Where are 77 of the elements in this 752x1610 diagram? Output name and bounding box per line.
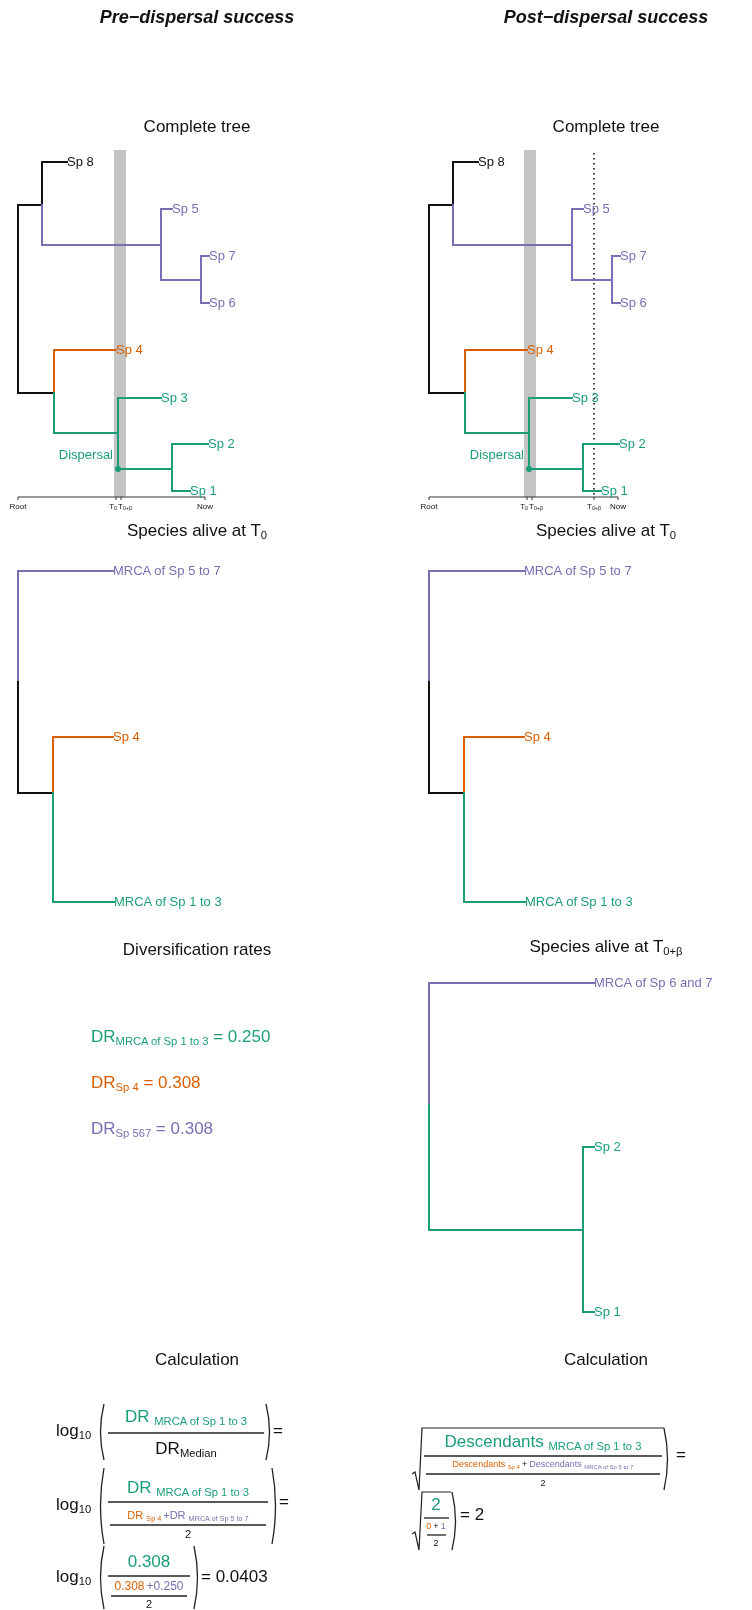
tip-label: Sp 4 [524,729,551,745]
axis-label: Now [610,502,626,512]
tip-label: Sp 1 [601,483,628,499]
tip-label: Sp 8 [478,154,505,170]
formula-term: +DR $_{MRCA of Sp 5 to 7}$ [163,1508,249,1522]
tip-label: Sp 4 [116,342,143,358]
panel-title: Calculation [563,1350,649,1370]
tip-label: Sp 6 [620,295,647,311]
formula-term: 1 [440,1522,446,1532]
tip-label: Sp 4 [527,342,554,358]
panel-title: Complete tree [552,117,660,137]
formula-term: +0.250 [146,1580,184,1594]
tip-label: Sp 3 [161,390,188,406]
axis-label: Root [9,502,27,512]
formula-term: 2 [540,1479,546,1489]
panel-title: Calculation [154,1350,240,1370]
tip-label: MRCA of Sp 6 and 7 [594,975,713,991]
operator: = [273,1421,283,1441]
panel-title: Species alive at T$_{0+β}$ [529,937,683,957]
formula-term: Descendants $_{MRCA of Sp 5 to 7}$ [529,1460,634,1470]
formula-term: 2 [433,1539,439,1549]
rate-equation: DR$_{MRCA of Sp 1 to 3}$ = 0.250 [91,1027,271,1047]
tip-label: Sp 2 [594,1139,621,1155]
formula-term: DR $_{MRCA of Sp 1 to 3}$ [124,1407,248,1427]
axis-label: Root [420,502,438,512]
tip-label: Sp 7 [620,248,647,264]
panel-title: Complete tree [143,117,251,137]
axis-label: Now [197,502,213,512]
formula-term: 2 [431,1495,441,1515]
formula-term: DR $_{Sp 4}$ [127,1508,162,1522]
operator: + [433,1522,439,1532]
axis-label: T$_{0+β}$ [587,502,601,512]
formula-term: log$_{10}$ [56,1495,92,1515]
tip-label: Sp 7 [209,248,236,264]
panel-title: Species alive at T$_{0}$ [535,521,677,541]
tip-label: MRCA of Sp 5 to 7 [524,563,632,579]
rate-equation: DR$_{Sp 567}$ = 0.308 [91,1119,214,1139]
event-label: Dispersal [469,447,524,463]
formula-term: Descendants $_{MRCA of Sp 1 to 3}$ [444,1432,642,1452]
axis-label: T$_{0}$ [520,502,528,512]
tip-label: Sp 1 [594,1304,621,1320]
formula-result: = 0.0403 [201,1567,268,1587]
tip-label: Sp 6 [209,295,236,311]
operator: + [521,1460,528,1470]
operator: = [279,1492,289,1512]
tip-label: Sp 1 [190,483,217,499]
formula-term: log$_{10}$ [56,1421,92,1441]
rate-equation: DR$_{Sp 4}$ = 0.308 [91,1073,201,1093]
tip-label: Sp 8 [67,154,94,170]
formula-term: 0 [426,1522,432,1532]
tip-label: MRCA of Sp 1 to 3 [114,894,222,910]
event-label: Dispersal [58,447,113,463]
axis-label: T$_{0+β}$ [529,502,543,512]
formula-term: 2 [184,1527,192,1541]
tip-label: Sp 5 [583,201,610,217]
formula-term: Descendants $_{Sp 4}$ [452,1460,520,1470]
axis-label: T$_{0}$ [109,502,117,512]
column-heading: Pre−dispersal success [99,8,295,28]
panel-title: Diversification rates [122,940,272,960]
formula-result: = 2 [460,1505,485,1525]
formula-term: 0.308 [114,1580,145,1594]
panel-title: Species alive at T$_{0}$ [126,521,268,541]
formula-term: log$_{10}$ [56,1567,92,1587]
formula-term: 2 [145,1597,153,1610]
formula-term: DR $_{MRCA of Sp 1 to 3}$ [126,1478,250,1498]
axis-label: T$_{0+β}$ [118,502,132,512]
operator: = [676,1445,686,1465]
tip-label: Sp 5 [172,201,199,217]
tip-label: Sp 3 [572,390,599,406]
tip-label: Sp 4 [113,729,140,745]
tip-label: Sp 2 [208,436,235,452]
formula-term: DR$_{Median}$ [155,1439,217,1459]
tip-label: Sp 2 [619,436,646,452]
tip-label: MRCA of Sp 5 to 7 [113,563,221,579]
formula-term: 0.308 [127,1552,171,1572]
tip-label: MRCA of Sp 1 to 3 [525,894,633,910]
column-heading: Post−dispersal success [503,8,709,28]
